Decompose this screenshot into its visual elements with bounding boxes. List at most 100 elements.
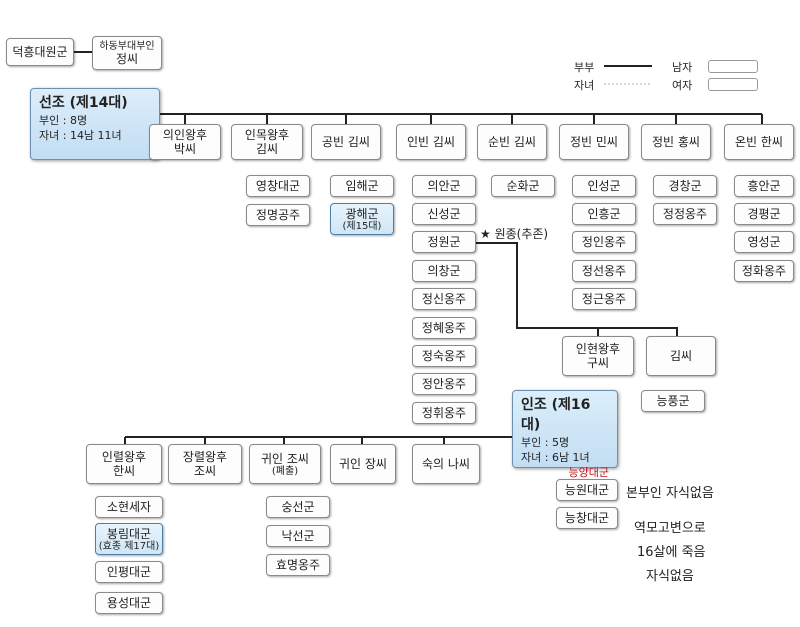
seonjo-wife: 순빈 김씨 — [477, 124, 547, 160]
node-label: 인목왕후 — [244, 128, 290, 142]
injo-wives: 부인 : 5명 — [521, 436, 570, 449]
wonjong-note: ★ 원종(추존) — [480, 227, 549, 241]
node-label: 인성군 — [587, 179, 621, 193]
node-label: 한씨 — [112, 464, 136, 478]
node-label: 정빈 홍씨 — [652, 135, 700, 149]
child-node: 정화옹주 — [734, 260, 794, 282]
injo-box: 인조 (제16대) 부인 : 5명 자녀 : 6남 1녀 능양대군 — [512, 390, 618, 479]
node-label: 조씨 — [193, 464, 217, 478]
node-label: 신성군 — [427, 207, 461, 221]
injo-wife: 귀인 조씨 (폐출) — [249, 444, 321, 484]
node-label: 흥안군 — [747, 179, 781, 193]
node-label: 봉림대군 — [106, 526, 152, 541]
node-label: 효명옹주 — [275, 558, 321, 572]
child-node: 숭선군 — [266, 496, 330, 518]
seonjo-wife: 인빈 김씨 — [396, 124, 466, 160]
child-node: 정정옹주 — [653, 203, 717, 225]
node-label: 인현왕후 — [575, 342, 621, 356]
child-node: 정명공주 — [246, 204, 310, 226]
deokheung-daewongun: 덕흥대원군 — [6, 38, 74, 66]
node-label: 구씨 — [586, 356, 610, 370]
child-node: 능창대군 — [556, 507, 618, 529]
seonjo-wife: 정빈 민씨 — [559, 124, 629, 160]
child-node: 정혜옹주 — [412, 317, 476, 339]
child-node: 능풍군 — [641, 390, 705, 412]
child-node: 흥안군 — [734, 175, 794, 197]
node-label: 능풍군 — [656, 394, 690, 408]
injo-wife: 숙의 나씨 — [412, 444, 480, 484]
seonjo-wives: 부인 : 8명 — [39, 114, 88, 127]
node-label: 경창군 — [668, 179, 702, 193]
node-label: 정정옹주 — [662, 207, 708, 221]
node-label: 정씨 — [115, 51, 139, 66]
child-node: 정원군 — [412, 231, 476, 253]
note-neungwon: 본부인 자식없음 — [626, 486, 714, 501]
node-label: 순화군 — [506, 179, 540, 193]
seonjo-wife: 공빈 김씨 — [311, 124, 381, 160]
legend-female-box — [708, 78, 758, 91]
child-node: 순화군 — [491, 175, 555, 197]
node-label: 숭선군 — [281, 500, 315, 514]
bongnim-daegun-node: 봉림대군 (효종 제17대) — [95, 523, 163, 555]
node-label: 소현세자 — [106, 500, 152, 514]
node-label: 공빈 김씨 — [322, 135, 370, 149]
node-label: 인빈 김씨 — [407, 135, 455, 149]
node-label: 인평대군 — [106, 565, 152, 579]
node-label: 정선옹주 — [581, 264, 627, 278]
node-label: (폐출) — [271, 465, 299, 477]
child-node: 정휘옹주 — [412, 402, 476, 424]
injo-children: 자녀 : 6남 1녀 — [521, 451, 590, 464]
node-label: 정인옹주 — [581, 235, 627, 249]
child-node: 영성군 — [734, 231, 794, 253]
wonjong-wife: 김씨 — [646, 336, 716, 376]
seonjo-wife: 인목왕후 김씨 — [231, 124, 303, 160]
child-node: 인성군 — [572, 175, 636, 197]
child-node: 정안옹주 — [412, 373, 476, 395]
child-node: 정신옹주 — [412, 288, 476, 310]
legend-male-label: 남자 — [672, 61, 693, 74]
child-node: 정근옹주 — [572, 288, 636, 310]
node-label: 영창대군 — [255, 179, 301, 193]
seonjo-wife: 정빈 홍씨 — [641, 124, 711, 160]
seonjo-title: 선조 (제14대) — [39, 95, 128, 111]
node-label: 덕흥대원군 — [12, 45, 68, 59]
node-label: 임해군 — [345, 179, 379, 193]
node-label: 정화옹주 — [741, 264, 787, 278]
child-node: 정숙옹주 — [412, 345, 476, 367]
note-neungchang-1: 역모고변으로 — [634, 521, 706, 536]
node-label: 순빈 김씨 — [488, 135, 536, 149]
node-label: 귀인 장씨 — [339, 457, 387, 471]
child-node: 인흥군 — [572, 203, 636, 225]
node-label: 영성군 — [747, 235, 781, 249]
node-label: 장렬왕후 — [182, 450, 228, 464]
node-label: 정숙옹주 — [421, 349, 467, 363]
node-label: 능창대군 — [564, 511, 610, 525]
child-node: 용성대군 — [95, 592, 163, 614]
legend-male-box — [708, 60, 758, 73]
node-label: 정빈 민씨 — [570, 135, 618, 149]
node-label: 의안군 — [427, 179, 461, 193]
child-node: 능원대군 — [556, 479, 618, 501]
node-label: 박씨 — [173, 142, 197, 156]
seonjo-box: 선조 (제14대) 부인 : 8명 자녀 : 14남 11녀 — [30, 88, 160, 160]
node-label: 정근옹주 — [581, 292, 627, 306]
note-neungchang-2: 16살에 죽음 — [637, 545, 706, 560]
child-node: 임해군 — [330, 175, 394, 197]
node-label: 정원군 — [427, 235, 461, 249]
node-label: 정혜옹주 — [421, 321, 467, 335]
node-label: 김씨 — [669, 349, 693, 363]
child-node: 의안군 — [412, 175, 476, 197]
child-node: 정인옹주 — [572, 231, 636, 253]
wonjong-wife: 인현왕후 구씨 — [562, 336, 634, 376]
child-node: 낙선군 — [266, 525, 330, 547]
legend-children-label: 자녀 — [574, 79, 595, 92]
child-node: 경평군 — [734, 203, 794, 225]
injo-wife: 장렬왕후 조씨 — [168, 444, 242, 484]
injo-title: 인조 (제16대) — [521, 397, 591, 433]
note-neungchang-3: 자식없음 — [646, 569, 694, 584]
node-label: 김씨 — [255, 142, 279, 156]
gwanghaegun-node: 광해군 (제15대) — [330, 203, 394, 235]
node-label: 능원대군 — [564, 483, 610, 497]
node-label: 의인왕후 — [162, 128, 208, 142]
